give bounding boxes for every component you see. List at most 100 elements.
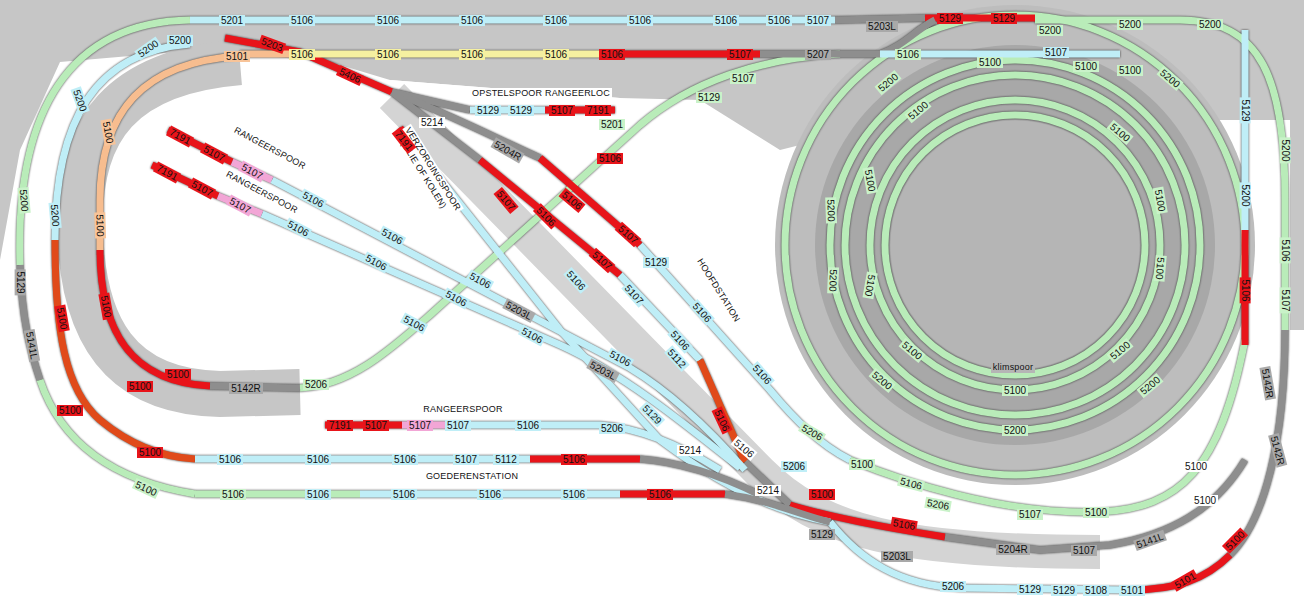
track-number: 5129 [639,401,665,427]
track-number: 5106 [533,203,559,229]
track-number: 5142R [1260,366,1277,401]
track-number: 5106 [597,153,623,164]
track [885,115,1145,375]
track-number: 5107 [589,247,616,273]
track-number: 5206 [781,461,807,472]
track-number: 7191 [327,420,353,431]
track-number: 5406 [336,64,364,85]
track [620,275,700,360]
track-number: 5106 [561,454,587,465]
track-number: 5206 [798,421,826,444]
track [850,340,1245,512]
track-number: 5106 [375,49,401,60]
track-number: 5201 [219,15,245,26]
track-number: 5106 [442,287,470,309]
track-number: 5200 [1156,65,1183,90]
track-number: 5100 [132,477,160,498]
track-number: 5203L [866,21,898,32]
track [100,250,210,386]
track-number: 5100 [1106,337,1133,362]
track-number: 5100 [57,405,83,416]
track-number: 5100 [1073,61,1099,72]
track-number: 5106 [284,217,312,239]
track [225,38,392,92]
track-number: 5106 [392,454,418,465]
track [195,456,530,463]
track-number: 5141L [1133,529,1167,550]
track-number: 5200 [1002,425,1028,436]
track-number: 5107 [493,186,518,213]
track-number: 5107 [549,105,575,116]
track-number: 5100 [54,304,69,332]
station-name: RANGEERSPOOR [421,404,504,415]
track-number: 5200 [1197,19,1223,30]
track-number: 5106 [362,251,390,273]
track-number: 5101 [224,51,250,62]
track-number: 5203L [502,298,535,323]
track [640,245,850,460]
track [1035,20,1285,330]
track-number: 5142R [1268,432,1287,467]
track-number: 5207 [805,49,831,60]
track [845,75,1185,415]
track-number: 5107 [615,221,642,247]
track-number: 5106 [713,15,739,26]
track-number: 5129 [809,529,835,540]
track-number: 5204R [491,137,525,163]
track-number: 5100 [137,447,163,458]
track-number: 5106 [1280,237,1291,263]
track-number: 5100 [1083,507,1109,518]
station-name: OPSTELSPOOR RANGEERLOC [470,88,612,99]
track-number: 5106 [766,15,792,26]
track-number: 5100 [94,212,106,239]
track-number: 5107 [363,420,389,431]
track-number: 5106 [897,474,925,491]
track-number: 5107 [453,454,479,465]
track-number: 5129 [508,105,534,116]
track-number: 5203L [881,551,913,562]
track-number: 5141L [24,328,40,361]
track-number: 5106 [711,406,732,434]
track-number: 5106 [558,187,585,212]
track-number: 7191 [153,161,181,183]
track-number: 5100 [849,459,875,470]
track-number: 5107 [1071,545,1097,556]
track-number: 5108 [1083,585,1109,596]
track-number: 5206 [924,496,952,511]
track-number: 5106 [730,435,757,460]
track-number: 5100 [1192,495,1218,506]
track-number: 5100 [1183,461,1209,472]
track-number: 5129 [643,257,669,268]
track-number: 5200 [17,186,30,213]
track-number: 5112 [493,454,519,465]
baseboard-area [80,62,300,394]
track-number: 5100 [862,166,877,194]
track-number: 7191 [166,125,194,147]
track-number: 5203 [258,34,286,53]
track-number: 5107 [727,49,753,60]
track-number: 5107 [407,420,433,431]
track-number: 5100 [127,381,153,392]
track-number: 5106 [299,188,327,210]
track-number: 5107 [805,15,831,26]
track [870,100,1160,390]
track [830,60,1200,430]
track-number: 5206 [599,423,625,434]
track-number: 5106 [289,49,315,60]
track [40,380,195,494]
track-number: 5129 [1051,585,1077,596]
track-number: 5107 [621,281,647,308]
track-number: 5106 [606,347,634,369]
track-number: 5106 [217,454,243,465]
track-number: 5206 [303,379,329,390]
track-number: 5106 [515,420,541,431]
track-number: 5129 [475,105,501,116]
station-name: klimspoor [991,362,1035,373]
track-number: 5100 [898,337,925,362]
track-number: 5200 [70,86,89,114]
track-number: 5100 [1222,527,1248,553]
track-number: 5200 [825,197,837,224]
track-number: 5200 [1240,182,1251,208]
